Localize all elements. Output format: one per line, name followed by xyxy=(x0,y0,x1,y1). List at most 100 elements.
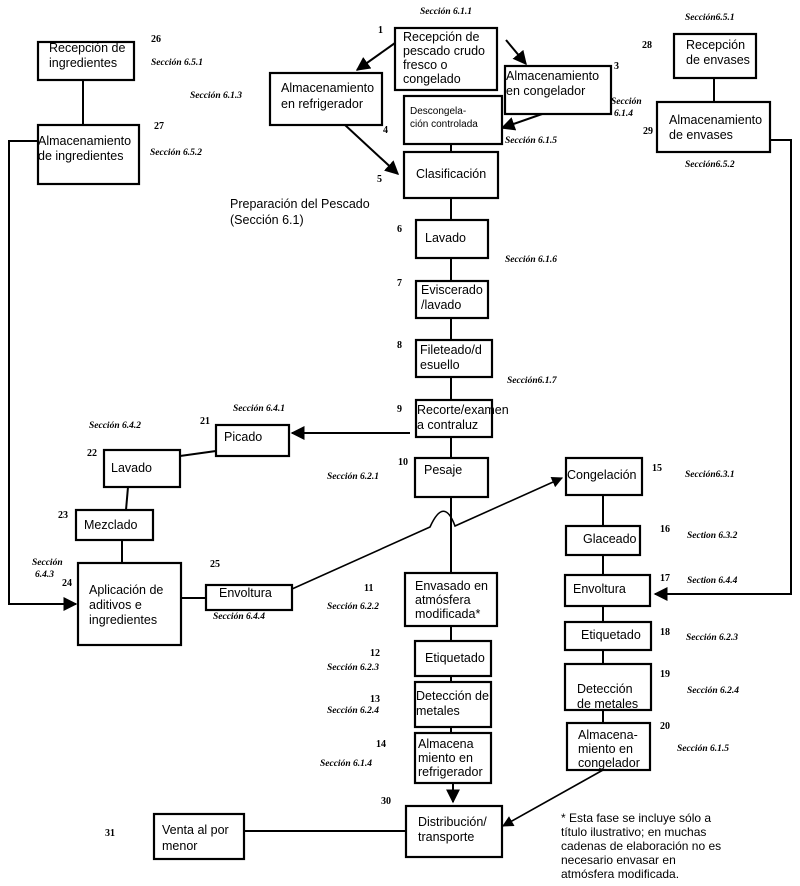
connector-1-2 xyxy=(355,42,396,71)
step-label-line: Recepción de xyxy=(49,41,125,55)
step-box xyxy=(36,123,141,186)
process-step-22: Lavado xyxy=(102,448,182,489)
step-label-line: a contraluz xyxy=(417,418,478,432)
connectors xyxy=(8,39,792,832)
step-label: Picado xyxy=(224,430,262,444)
section-reference: Sección 6.4.4 xyxy=(213,612,265,622)
step-label: Eviscerado/lavado xyxy=(421,283,483,312)
connector-27-24 xyxy=(8,140,78,611)
section-title-line: Preparación del Pescado xyxy=(230,197,370,211)
step-label-line: Venta al por xyxy=(162,823,229,837)
process-step-30: Distribución/transporte xyxy=(404,804,504,859)
section-reference: Section 6.3.2 xyxy=(687,531,738,541)
section-reference: Sección 6.5.1 xyxy=(151,58,203,68)
step-label-line: Eviscerado xyxy=(421,283,483,297)
section-reference: Sección6.3.1 xyxy=(685,470,735,480)
step-label-line: de envases xyxy=(669,128,733,142)
step-box xyxy=(76,561,183,647)
process-step-18: Etiquetado xyxy=(563,620,653,652)
section-reference: Sección 6.2.3 xyxy=(686,633,738,643)
step-number: 24 xyxy=(62,578,72,589)
footnote-line: * Esta fase se incluye sólo a xyxy=(561,811,711,825)
step-label-line: de envases xyxy=(686,53,750,67)
step-label: Mezclado xyxy=(84,518,138,532)
step-number: 21 xyxy=(200,416,210,427)
step-number: 27 xyxy=(154,121,164,132)
step-label-line: Clasificación xyxy=(416,167,486,181)
section-reference: Sección 6.4.1 xyxy=(233,404,285,414)
step-box xyxy=(564,456,644,497)
step-label-line: Almacenamiento xyxy=(506,69,599,83)
section-reference: Section 6.4.4 xyxy=(687,576,738,586)
step-label-line: Detección de xyxy=(416,689,489,703)
step-label: Congelación xyxy=(567,468,637,482)
step-label-line: Etiquetado xyxy=(581,628,641,642)
section-reference: Sección 6.2.2 xyxy=(327,602,379,612)
step-number: 6 xyxy=(397,224,402,235)
connector-20-30 xyxy=(502,769,604,827)
step-number: 8 xyxy=(397,340,402,351)
process-step-23: Mezclado xyxy=(74,508,155,542)
step-box xyxy=(74,508,155,542)
step-box xyxy=(563,573,652,608)
step-box xyxy=(564,524,642,557)
step-label: Glaceado xyxy=(583,532,637,546)
footnote-line: cadenas de elaboración no es xyxy=(561,839,721,853)
step-number: 15 xyxy=(652,463,662,474)
step-label-line: Recepción de xyxy=(403,30,479,44)
step-label-line: en congelador xyxy=(506,84,585,98)
step-label-line: de ingredientes xyxy=(38,149,123,163)
step-box xyxy=(102,448,182,489)
step-label-line: congelado xyxy=(403,72,461,86)
step-box xyxy=(402,150,500,200)
step-label-line: miento en xyxy=(578,742,633,756)
process-step-7: Eviscerado/lavado xyxy=(414,279,490,320)
step-label-line: Detección xyxy=(577,682,633,696)
step-label-line: /lavado xyxy=(421,298,461,312)
footnote-line: título ilustrativo; en muchas xyxy=(561,825,706,839)
step-label-line: Lavado xyxy=(425,231,466,245)
step-label-line: Envoltura xyxy=(219,586,272,600)
process-step-4: Descongela-ción controlada xyxy=(402,94,504,146)
footnote: * Esta fase se incluye sólo a título ilu… xyxy=(561,811,724,881)
section-reference: Sección6.5.2 xyxy=(685,160,735,170)
step-number: 22 xyxy=(87,448,97,459)
section-reference: Sección 6.2.1 xyxy=(327,472,379,482)
step-label-line: Almacenamiento xyxy=(669,113,762,127)
step-box xyxy=(214,423,291,458)
footnote-line: atmósfera modificada. xyxy=(561,867,679,881)
step-number: 13 xyxy=(370,694,380,705)
connector-22-23 xyxy=(125,486,129,511)
step-box xyxy=(503,64,613,116)
step-number: 3 xyxy=(614,61,619,72)
connector-3-4 xyxy=(500,112,546,131)
step-label-line: Recorte/examen xyxy=(417,403,509,417)
step-label-line: congelador xyxy=(578,756,640,770)
step-label-line: refrigerador xyxy=(418,765,483,779)
section-reference: Sección 6.1.5 xyxy=(677,744,729,754)
section-reference: Sección 6.1.6 xyxy=(505,255,557,265)
step-label-line: modificada* xyxy=(415,607,480,621)
section-reference: Sección 6.4.2 xyxy=(89,421,141,431)
step-label-line: Envoltura xyxy=(573,582,626,596)
step-box xyxy=(565,721,652,772)
step-box xyxy=(204,583,294,612)
step-box xyxy=(672,32,758,80)
step-number: 26 xyxy=(151,34,161,45)
step-number: 20 xyxy=(660,721,670,732)
